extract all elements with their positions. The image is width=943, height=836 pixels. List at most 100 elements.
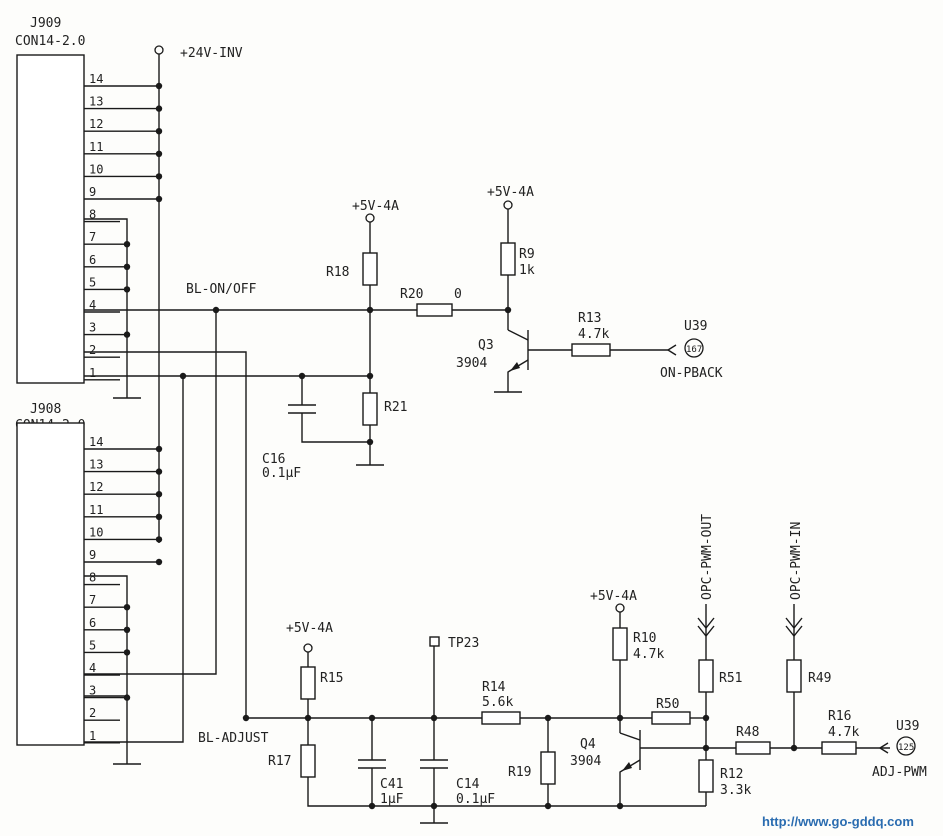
junction (155, 173, 163, 180)
on-pback-arrow (667, 344, 677, 356)
junction (155, 558, 163, 566)
junction (123, 626, 131, 633)
q3-part: 3904 (456, 356, 487, 371)
junction (430, 714, 438, 722)
r48-resistor (735, 741, 771, 755)
c41-value: 1μF (380, 792, 404, 807)
j908-pin-label: 14 (89, 435, 103, 449)
q4-emitter (619, 759, 641, 806)
opc-pwm-in-label: OPC-PWM-IN (789, 522, 804, 600)
v24-terminal (154, 45, 164, 55)
j909-connector-body (16, 54, 85, 384)
j908-pin-label: 13 (89, 458, 103, 472)
j909-pin-label: 4 (89, 298, 96, 312)
junction (155, 105, 163, 112)
r10-ref: R10 (633, 631, 656, 646)
u39-pin167-terminal (684, 338, 704, 358)
j909-pin-label: 9 (89, 185, 96, 199)
j909-pin2-wire (84, 351, 247, 718)
tp23-testpoint (429, 636, 440, 647)
c14-ground (420, 768, 448, 824)
j908-pin-label: 9 (89, 548, 96, 562)
r21-ref: R21 (384, 400, 407, 415)
r21-resistor (362, 392, 378, 426)
u39-ref-b: U39 (896, 719, 919, 734)
adj-pwm-label: ADJ-PWM (872, 765, 927, 780)
junction (298, 372, 306, 380)
r19-ref: R19 (508, 765, 531, 780)
v5-label-a: +5V-4A (352, 199, 399, 214)
j909-pin-label: 12 (89, 117, 103, 131)
j909-ref: J909 (30, 16, 61, 31)
ground-junctions (120, 241, 131, 701)
u39-pin125-terminal (896, 736, 916, 756)
r51-resistor (698, 659, 714, 693)
bl-onoff-j908-wire (84, 310, 217, 675)
j908-pin-label: 2 (89, 706, 96, 720)
r9-value: 1k (519, 263, 535, 278)
junction (430, 802, 438, 810)
junction (155, 195, 163, 203)
ground-symbol-c16 (356, 442, 384, 466)
r20-resistor (416, 303, 453, 317)
v5-terminal-b (503, 200, 513, 210)
r17-ref: R17 (268, 754, 291, 769)
j908-ref: J908 (30, 402, 61, 417)
junction (123, 286, 131, 293)
r48-ref: R48 (736, 725, 759, 740)
watermark-url: http://www.go-gddq.com (762, 814, 914, 829)
junction (155, 468, 163, 475)
junction (155, 513, 163, 520)
on-pback-label: ON-PBACK (660, 366, 723, 381)
r49-resistor (786, 659, 802, 693)
u39-pin125: 125 (898, 743, 914, 753)
junction (702, 714, 710, 722)
junction (212, 306, 220, 314)
j908-pin-label: 5 (89, 638, 96, 652)
j908-pin-label: 4 (89, 661, 96, 675)
adj-pwm-arrow (879, 742, 889, 754)
j909-type: CON14-2.0 (15, 34, 85, 49)
j909-pin-label: 6 (89, 253, 96, 267)
junction (179, 372, 187, 380)
r14-value: 5.6k (482, 695, 513, 710)
r13-value: 4.7k (578, 327, 609, 342)
c16-ref: C16 (262, 452, 285, 467)
v5-terminal-c (303, 643, 313, 653)
j908-pin-label: 1 (89, 729, 96, 743)
q3-emitter-arrow (510, 362, 520, 371)
junction (544, 802, 552, 810)
r16-value: 4.7k (828, 725, 859, 740)
j909-pin-label: 7 (89, 230, 96, 244)
j909-pin-label: 14 (89, 72, 103, 86)
r20-value: 0 (454, 287, 462, 302)
c16-capacitor (288, 404, 316, 414)
q4-part: 3904 (570, 754, 601, 769)
j908-ground-bus (84, 575, 128, 764)
j908-pin-label: 6 (89, 616, 96, 630)
q3-ref: Q3 (478, 338, 494, 353)
v24-label: +24V-INV (180, 46, 243, 61)
v5-terminal-d (615, 603, 625, 613)
junction (366, 306, 374, 314)
r51-ref: R51 (719, 671, 742, 686)
j909-pin-label: 11 (89, 140, 103, 154)
r50-resistor (651, 711, 691, 725)
j909-ground-bus (84, 218, 128, 398)
r9-ref: R9 (519, 247, 535, 262)
c14-capacitor (420, 759, 448, 769)
r12-resistor (698, 759, 714, 793)
r50-ref: R50 (656, 697, 679, 712)
j909-pin-label: 2 (89, 343, 96, 357)
junction (155, 445, 163, 453)
junction (155, 536, 163, 543)
junction (242, 714, 250, 722)
j909-pin-label: 1 (89, 366, 96, 380)
junction (155, 82, 163, 90)
q3-emitter (507, 359, 529, 392)
r18-resistor (362, 252, 378, 286)
c14-ref: C14 (456, 777, 480, 792)
